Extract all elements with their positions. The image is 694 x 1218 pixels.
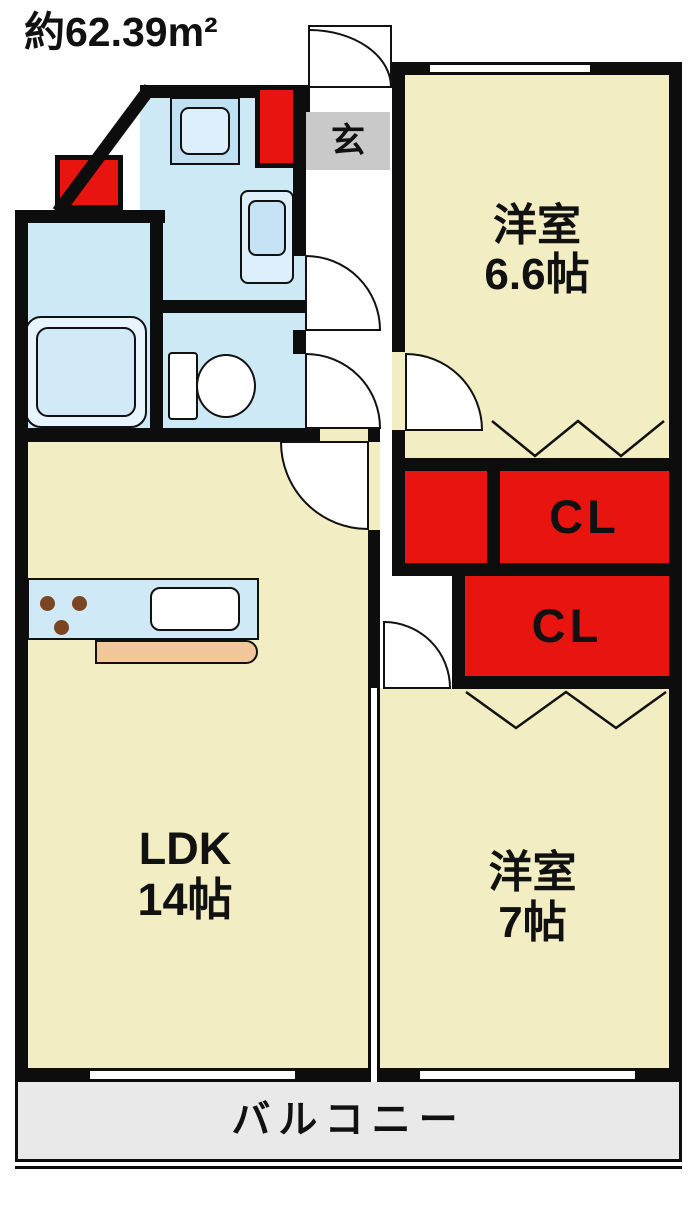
wall-segment (15, 210, 28, 1082)
balcony-edge-line (15, 1159, 682, 1162)
wall-segment (392, 62, 405, 352)
area-title: 約62.39m² (24, 8, 218, 58)
wall-segment (487, 471, 500, 563)
room-size: 14帖 (137, 873, 233, 925)
closet1-text: CL (549, 489, 620, 543)
stove-burner-icon (72, 596, 87, 611)
wall-segment (293, 85, 306, 256)
wall-segment (293, 330, 306, 354)
wall-segment (392, 458, 682, 471)
balcony-edge-line (679, 1082, 682, 1162)
wall-segment (150, 300, 306, 313)
closet1-fill (500, 471, 669, 563)
western-room1-label: 洋室 6.6帖 (392, 185, 682, 315)
entry-door-swing-area (308, 25, 392, 88)
room-name: LDK (138, 823, 232, 875)
wall-segment (15, 210, 165, 223)
stove-burner-icon (40, 596, 55, 611)
toilet-door-arc-icon (305, 352, 382, 429)
balcony-text: バルコニー (231, 1099, 466, 1143)
ldk-floor (15, 428, 380, 1082)
washroom-door-arc-icon (305, 254, 382, 331)
room-name: 洋室 (493, 200, 581, 250)
western-room2-floor (368, 688, 682, 1082)
wall-segment (368, 530, 380, 688)
stove-burner-icon (54, 620, 69, 635)
vanity-basin (248, 200, 286, 256)
balcony-floor (15, 1082, 682, 1162)
sliding-partition (368, 688, 380, 1082)
wall-segment (392, 430, 405, 563)
closet2-label: CL (465, 576, 669, 676)
balcony-label: バルコニー (15, 1082, 682, 1160)
wall-segment (452, 676, 682, 689)
entrance-label: 玄 (331, 121, 365, 160)
balcony-edge-line (15, 1166, 682, 1169)
room-size: 7帖 (498, 897, 567, 947)
balcony-edge-line (15, 1082, 18, 1162)
kitchen-counter-front (95, 640, 258, 664)
wall-segment (368, 428, 380, 442)
western-room2-label: 洋室 7帖 (400, 835, 665, 960)
entrance-label-box: 玄 (306, 112, 390, 170)
closet2-text: CL (531, 598, 603, 652)
toilet-tank (168, 352, 198, 420)
storage-block (55, 155, 123, 210)
bathtub-inner (36, 327, 136, 417)
room-name: 洋室 (488, 848, 577, 898)
wall-segment (452, 563, 465, 689)
western-room2-door-arc-icon (383, 620, 452, 689)
closet1-label: CL (500, 471, 669, 563)
toilet-bowl (196, 354, 256, 418)
wall-segment (15, 428, 320, 442)
window (90, 1068, 295, 1082)
closet2-fill (465, 576, 669, 676)
washing-machine-drum (180, 107, 230, 155)
area-title-text: 約62.39m² (24, 9, 218, 56)
kitchen-sink (150, 587, 240, 631)
wall-segment (392, 563, 682, 576)
closet1-left-fill (405, 471, 487, 563)
window (430, 62, 590, 75)
window (420, 1068, 635, 1082)
ldk-label: LDK 14帖 (40, 812, 330, 937)
wall-segment (150, 210, 163, 442)
room-size: 6.6帖 (484, 250, 590, 299)
wall-segment (140, 85, 260, 98)
